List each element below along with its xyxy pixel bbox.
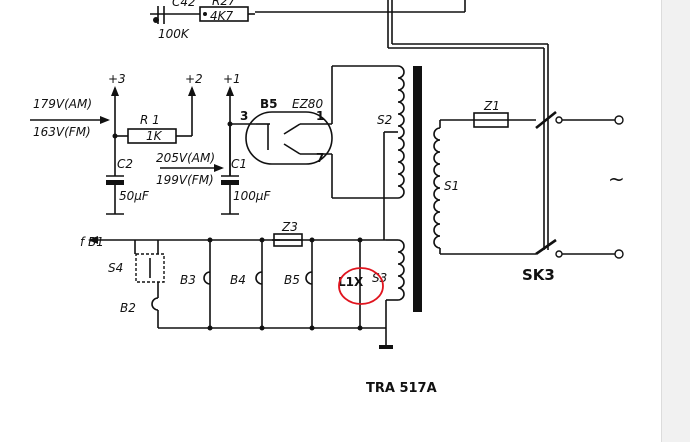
- label-plus3: +3: [108, 72, 126, 86]
- transformer-core: [413, 66, 422, 312]
- label-l1x: L1X: [338, 275, 364, 289]
- label-b5: B5: [284, 273, 300, 287]
- arrow-plus3: [111, 86, 119, 96]
- label-plus2: +2: [185, 72, 203, 86]
- label-fb1: f B1: [80, 235, 104, 249]
- node-b3-bottom: [207, 325, 213, 331]
- label-c1-value: 100µF: [233, 189, 272, 203]
- arrow-plus1: [226, 86, 234, 96]
- supply-section: +3 +2 +1 179V(AM) 163V(FM) R 1 1K C2 50µ…: [30, 72, 272, 215]
- label-transformer: TRA 517A: [366, 381, 437, 396]
- label-c1: C1: [231, 157, 247, 171]
- node-b5-top: [309, 237, 315, 243]
- label-z3: Z3: [281, 220, 298, 234]
- label-c42: C42: [172, 0, 196, 9]
- node-l1x-top: [357, 237, 363, 243]
- node-b4-top: [259, 237, 265, 243]
- label-b5-tube: B5: [260, 97, 278, 111]
- s2-coil: [397, 65, 405, 199]
- label-c2-value: 50µF: [119, 189, 150, 203]
- label-plus1: +1: [223, 72, 241, 86]
- b2-lamp: [151, 297, 159, 311]
- label-s3: S3: [372, 271, 387, 285]
- label-r27: R27: [212, 0, 236, 8]
- node-b3-top: [207, 237, 213, 243]
- terminal-bottom-b: [614, 249, 624, 259]
- label-b4: B4: [230, 273, 246, 287]
- circuit-schematic: C42 R27 100K 4K7 +3 +2 +1 179V(AM) 163V(…: [30, 0, 625, 396]
- c1-plate-bottom: [221, 180, 239, 185]
- s3-coil: [397, 239, 405, 301]
- label-163v: 163V(FM): [33, 125, 91, 139]
- label-b2: B2: [120, 301, 136, 315]
- label-r1-value: 1K: [146, 129, 163, 143]
- label-ac: ~: [608, 167, 625, 191]
- tube-envelope: [245, 111, 333, 165]
- label-205v: 205V(AM): [156, 151, 215, 165]
- scrollbar-track[interactable]: [661, 0, 690, 442]
- c42-dot: [153, 17, 159, 23]
- dial-lamp-section: f B1 S4 B2: [80, 235, 165, 328]
- winding-s1: Z1 S1: [433, 99, 536, 255]
- c2-plate-bottom: [106, 180, 124, 185]
- node-b4-bottom: [259, 325, 265, 331]
- node-b5-bottom: [309, 325, 315, 331]
- winding-s3: S3 B3 B4 B5 L1X Z3: [135, 220, 405, 349]
- label-179v: 179V(AM): [33, 97, 92, 111]
- b5-heater: [305, 271, 313, 285]
- rectifier-tube: B5 EZ80 3 1 7: [227, 97, 333, 176]
- terminal-bottom-a: [555, 250, 563, 258]
- b3-heater: [203, 271, 211, 285]
- tube-anode-2: [283, 143, 301, 155]
- label-sk3: SK3: [522, 266, 555, 284]
- s1-coil: [433, 127, 441, 249]
- label-pin3: 3: [240, 109, 248, 123]
- label-c42-value: 100K: [158, 27, 190, 41]
- arrow-plus2: [188, 86, 196, 96]
- node-r1-left: [112, 133, 118, 139]
- ground-symbol: [379, 345, 393, 349]
- label-r27-value: 4K7: [210, 9, 234, 23]
- s4-switch-box: [135, 253, 165, 283]
- label-pin1: 1: [316, 109, 324, 123]
- arrow-179v-head: [100, 116, 110, 124]
- switch-blade-bottom: [535, 238, 557, 256]
- b4-heater: [255, 271, 263, 285]
- tube-anode-1: [283, 123, 301, 135]
- arrow-205v-head: [214, 164, 224, 172]
- terminal-top-a: [555, 116, 563, 124]
- label-r1: R 1: [140, 113, 160, 127]
- label-s2: S2: [377, 113, 392, 127]
- arrow-fb1: [88, 236, 98, 244]
- r27-node: [203, 12, 207, 16]
- label-ez80: EZ80: [292, 97, 323, 111]
- top-fragment: C42 R27 100K 4K7: [150, 0, 549, 250]
- node-pin3: [227, 121, 233, 127]
- winding-s2: S2: [331, 65, 405, 240]
- label-s1: S1: [444, 179, 459, 193]
- label-c2: C2: [117, 157, 133, 171]
- label-z1: Z1: [483, 99, 500, 113]
- label-b3: B3: [180, 273, 196, 287]
- node-l1x-bottom: [357, 325, 363, 331]
- switch-blade-top: [535, 110, 557, 130]
- label-199v: 199V(FM): [156, 173, 214, 187]
- label-s4: S4: [108, 261, 123, 275]
- label-pin7: 7: [316, 151, 324, 165]
- red-circle-annotation: [338, 267, 384, 305]
- terminal-top-b: [614, 115, 624, 125]
- mains-switch: ~ SK3: [522, 110, 625, 284]
